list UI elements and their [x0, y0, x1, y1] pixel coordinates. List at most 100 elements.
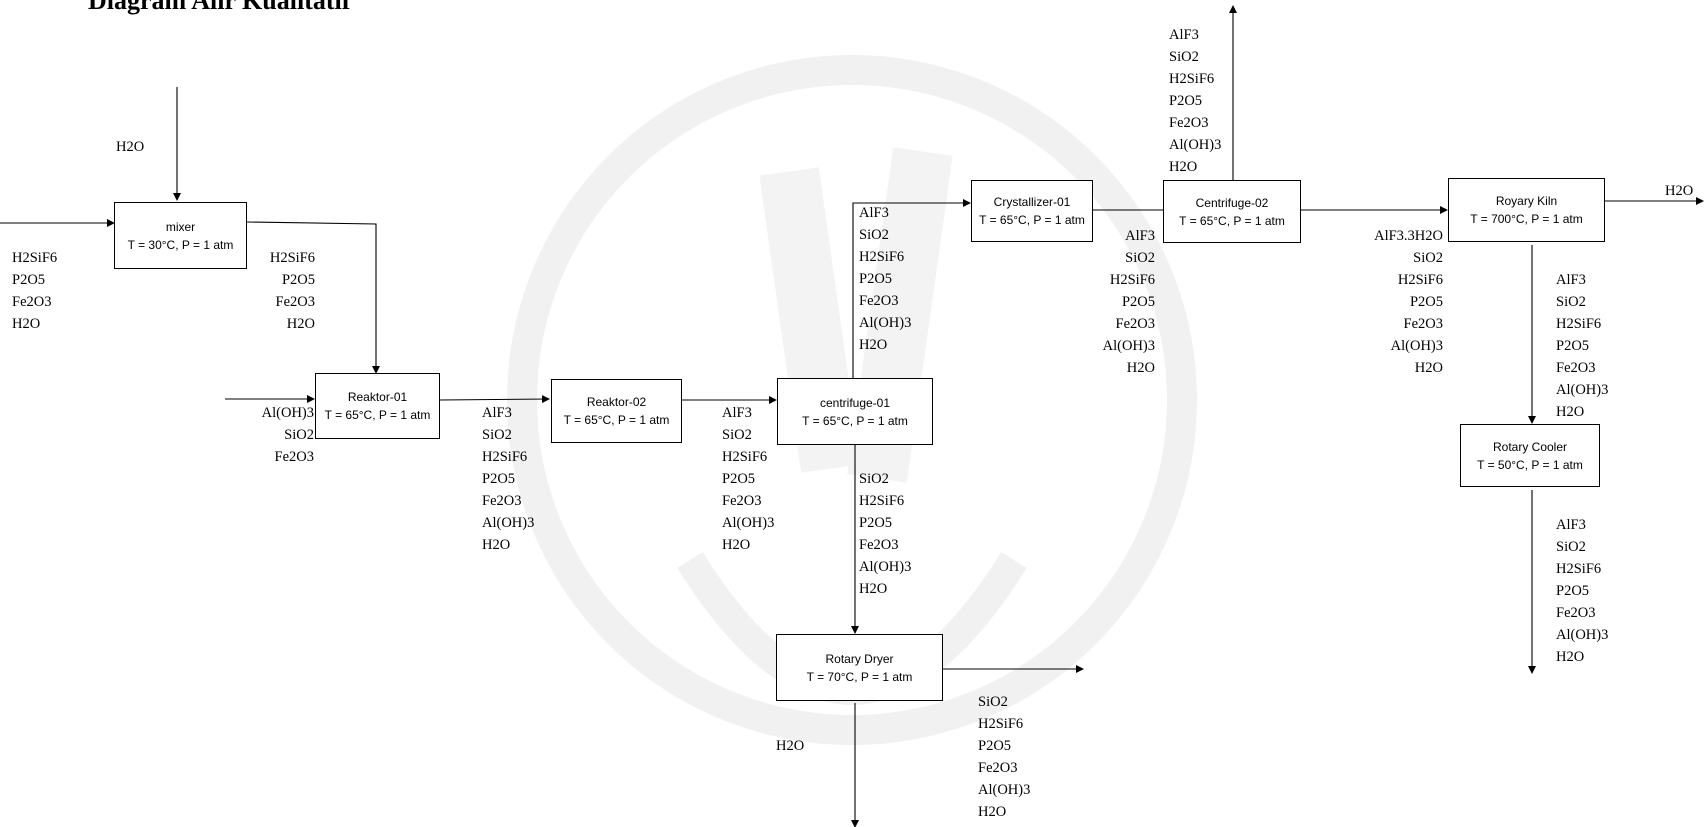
- component-label: SiO2: [482, 427, 512, 443]
- component-label: Al(OH)3: [1556, 627, 1609, 643]
- component-label: SiO2: [1413, 250, 1443, 266]
- component-label: Al(OH)3: [1102, 338, 1155, 354]
- component-label: Fe2O3: [274, 449, 314, 465]
- unit-conditions: T = 65°C, P = 1 atm: [1179, 213, 1285, 228]
- component-label: SiO2: [1125, 250, 1155, 266]
- component-label: Fe2O3: [1403, 316, 1443, 332]
- component-label: Fe2O3: [12, 294, 52, 310]
- component-label: P2O5: [1169, 93, 1203, 109]
- unit-conditions: T = 70°C, P = 1 atm: [806, 669, 913, 684]
- component-label: Al(OH)3: [261, 405, 314, 421]
- component-label: P2O5: [281, 272, 315, 288]
- component-label: Al(OH)3: [859, 315, 912, 331]
- component-label: P2O5: [978, 738, 1012, 754]
- component-label: AlF3: [859, 205, 889, 221]
- component-label: AlF3: [1125, 228, 1155, 244]
- component-label: Fe2O3: [859, 293, 899, 309]
- component-label: SiO2: [722, 427, 752, 443]
- diagram-title: Diagram Alir Kualitatif: [88, 0, 351, 15]
- component-label: H2O: [776, 738, 805, 754]
- crystallizer-01-unit: Crystallizer-01 T = 65°C, P = 1 atm: [971, 180, 1093, 242]
- component-label: H2SiF6: [1397, 272, 1443, 288]
- component-label: P2O5: [859, 515, 893, 531]
- unit-name: Reaktor-02: [586, 395, 647, 409]
- component-label: Al(OH)3: [978, 782, 1031, 798]
- component-label: Al(OH)3: [482, 515, 535, 531]
- component-label: SiO2: [859, 471, 889, 487]
- component-label: P2O5: [1556, 338, 1590, 354]
- stream-dryer-vapor: H2O: [776, 735, 804, 757]
- component-label: H2O: [859, 581, 888, 597]
- component-label: Fe2O3: [1556, 605, 1596, 621]
- unit-conditions: T = 700°C, P = 1 atm: [1470, 212, 1583, 226]
- component-label: H2O: [978, 804, 1007, 820]
- unit-name: Rotary Dryer: [825, 651, 894, 666]
- component-label: Fe2O3: [1115, 316, 1155, 332]
- component-label: Fe2O3: [978, 760, 1018, 776]
- component-label: H2O: [12, 316, 41, 332]
- component-label: AlF3: [722, 405, 752, 421]
- component-label: H2SiF6: [1556, 316, 1602, 332]
- component-label: Al(OH)3: [859, 559, 912, 575]
- component-label: H2O: [286, 316, 315, 332]
- unit-name: Rotary Cooler: [1492, 439, 1568, 454]
- centrifuge-02-unit: Centrifuge-02 T = 65°C, P = 1 atm: [1163, 180, 1301, 243]
- reaktor-01-unit: Reaktor-01 T = 65°C, P = 1 atm: [315, 373, 440, 439]
- centrifuge-01-unit: centrifuge-01 T = 65°C, P = 1 atm: [777, 378, 933, 445]
- component-label: AlF3: [1169, 27, 1199, 43]
- component-label: AlF3.3H2O: [1374, 228, 1443, 244]
- component-label: H2O: [482, 537, 511, 553]
- unit-conditions: T = 65°C, P = 1 atm: [979, 213, 1085, 227]
- component-label: H2O: [1414, 360, 1443, 376]
- component-label: Fe2O3: [275, 294, 315, 310]
- component-label: H2O: [859, 337, 888, 353]
- component-label: P2O5: [482, 471, 516, 487]
- component-label: H2SiF6: [1556, 561, 1602, 577]
- component-label: Fe2O3: [722, 493, 762, 509]
- royary-kiln-unit: Royary Kiln T = 700°C, P = 1 atm: [1448, 178, 1605, 242]
- unit-name: Crystallizer-01: [993, 195, 1071, 209]
- component-label: P2O5: [859, 271, 893, 287]
- component-label: H2O: [1665, 183, 1694, 199]
- component-label: SiO2: [1556, 539, 1586, 555]
- component-label: Al(OH)3: [1556, 382, 1609, 398]
- component-label: H2SiF6: [1109, 272, 1155, 288]
- component-label: AlF3: [482, 405, 512, 421]
- component-label: H2SiF6: [12, 250, 58, 266]
- unit-name: centrifuge-01: [819, 395, 891, 410]
- component-label: H2O: [1556, 404, 1585, 420]
- component-label: Al(OH)3: [1169, 137, 1222, 153]
- component-label: Fe2O3: [1556, 360, 1596, 376]
- unit-name: Royary Kiln: [1495, 194, 1558, 208]
- component-label: P2O5: [722, 471, 756, 487]
- component-label: P2O5: [12, 272, 46, 288]
- rotary-dryer-unit: Rotary Dryer T = 70°C, P = 1 atm: [776, 634, 943, 701]
- component-label: SiO2: [859, 227, 889, 243]
- unit-name: mixer: [165, 219, 196, 234]
- component-label: AlF3: [1556, 517, 1586, 533]
- component-label: P2O5: [1556, 583, 1590, 599]
- component-label: H2O: [722, 537, 751, 553]
- stream-h2o-to-mixer: H2O: [116, 136, 144, 158]
- component-label: Al(OH)3: [722, 515, 775, 531]
- component-label: SiO2: [1169, 49, 1199, 65]
- component-label: H2SiF6: [269, 250, 315, 266]
- unit-name: Centrifuge-02: [1195, 195, 1269, 210]
- unit-conditions: T = 65°C, P = 1 atm: [802, 413, 908, 428]
- component-label: H2SiF6: [1169, 71, 1215, 87]
- unit-name: Reaktor-01: [347, 390, 408, 404]
- component-label: SiO2: [978, 694, 1008, 710]
- mixer-unit: mixer T = 30°C, P = 1 atm: [114, 202, 247, 269]
- component-label: Al(OH)3: [1390, 338, 1443, 354]
- component-label: H2O: [1556, 649, 1585, 665]
- unit-conditions: T = 65°C, P = 1 atm: [324, 408, 431, 422]
